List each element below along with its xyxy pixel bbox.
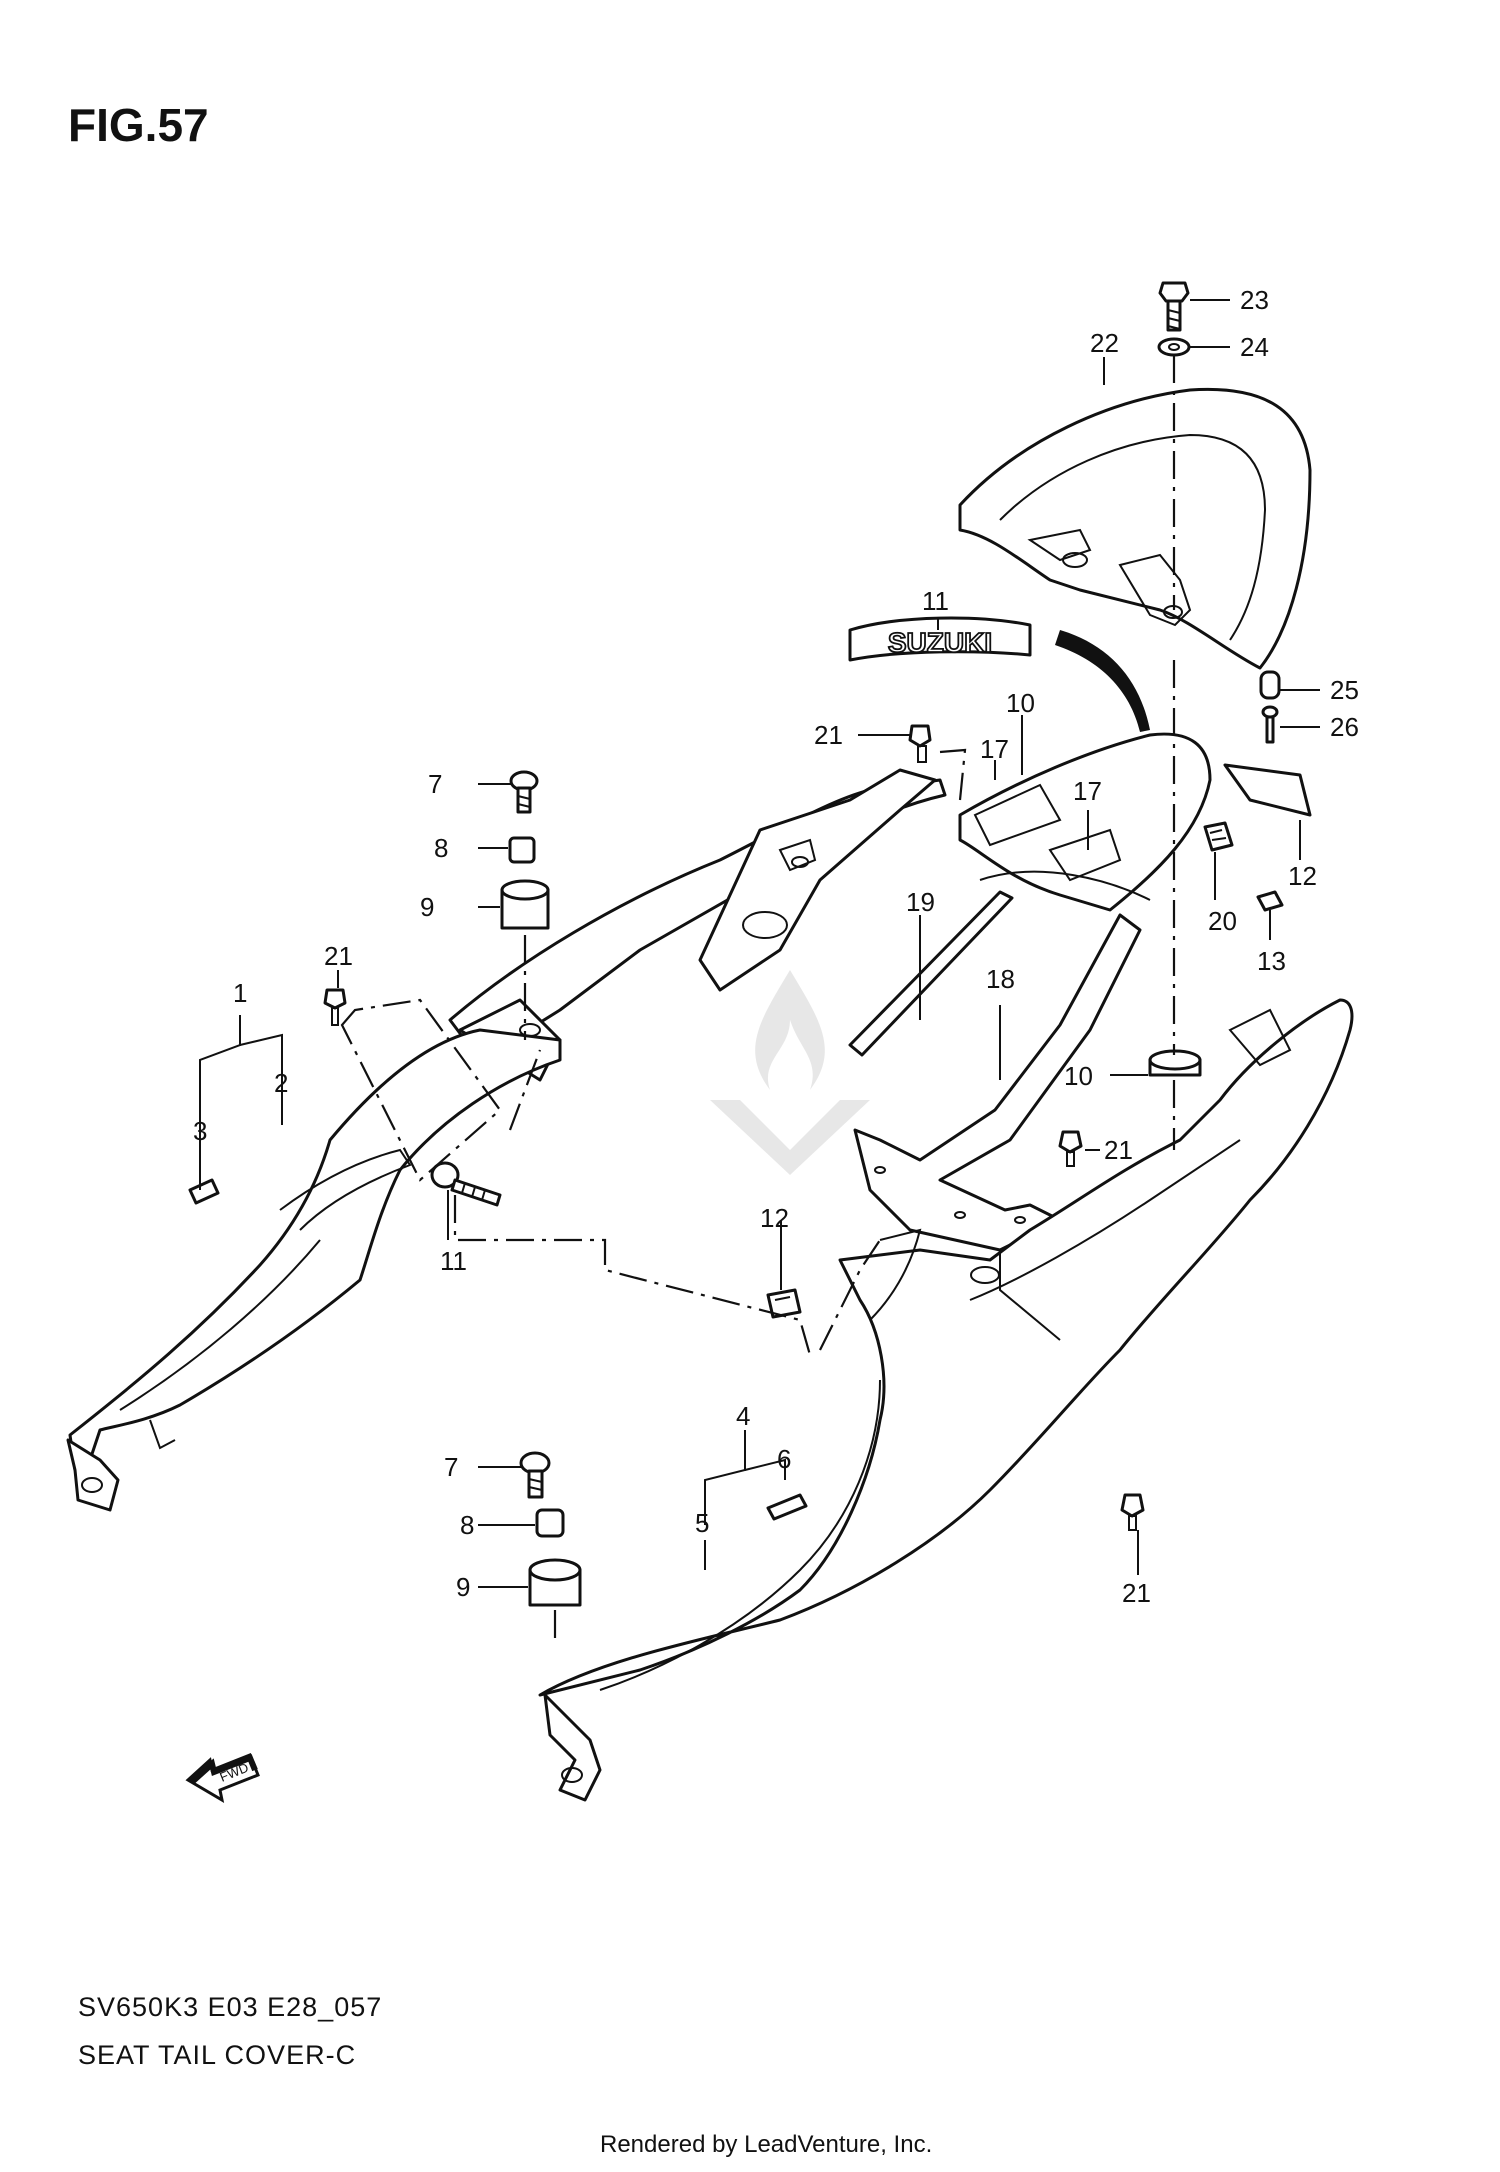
callout-21-left: 21 [324,941,353,971]
callout-3: 3 [193,1116,207,1146]
grommet-9-upper-part[interactable] [500,879,550,930]
bolt-23-part[interactable] [1158,281,1190,332]
screw-7-upper-part[interactable] [509,770,539,814]
callout-1: 1 [233,978,247,1008]
seat-base-part[interactable] [958,732,1212,912]
callout-4: 4 [736,1401,750,1431]
emblem-text: SUZUKI [888,627,992,658]
left-side-cover-part[interactable] [66,1028,562,1512]
callout-19: 19 [906,887,935,917]
callout-25: 25 [1330,675,1359,705]
pad-3-part[interactable] [188,1178,220,1205]
callout-14: 11 [922,586,949,616]
callout-21-right: 21 [1104,1135,1133,1165]
callout-8-upper: 8 [434,833,448,863]
tail-cover-part[interactable] [958,387,1312,670]
callout-2: 2 [274,1068,288,1098]
right-side-cover-part[interactable] [538,998,1354,1802]
callout-9-lower: 9 [456,1572,470,1602]
callout-6: 6 [777,1444,791,1474]
callout-18: 18 [986,964,1015,994]
callout-13: 10 [1006,688,1035,718]
collar-8-lower-part[interactable] [535,1508,565,1538]
washer-24-part[interactable] [1157,337,1191,357]
callout-22: 22 [1090,328,1119,358]
callout-17-left: 17 [980,734,1009,764]
callout-24: 24 [1240,332,1269,362]
callout-17-right: 17 [1073,776,1102,806]
callout-23: 23 [1240,285,1269,315]
screw-26-part[interactable] [1261,705,1279,744]
callout-21-top: 21 [814,720,843,750]
rivet-21-right-part[interactable] [1058,1130,1083,1167]
rivet-21-lower-part[interactable] [1120,1493,1145,1531]
callout-15: 12 [1288,861,1317,891]
grommet-9-lower-part[interactable] [528,1558,582,1607]
callout-20: 20 [1208,906,1237,936]
callout-8-lower: 8 [460,1510,474,1540]
model-code: SV650K3 E03 E28_057 [78,1992,383,2022]
cover-edge-strip [1055,630,1150,732]
frame-bracket-18-part[interactable] [853,913,1142,1252]
rivet-21-left-part[interactable] [323,988,347,1026]
rivet-21-top-part[interactable] [908,724,932,763]
callout-labels: 23 24 22 11 10 17 17 21 25 26 12 13 20 1… [193,285,1359,1608]
rendered-by-footer: Rendered by LeadVenture, Inc. [600,2131,933,2158]
section-title: SEAT TAIL COVER-C [78,2040,357,2070]
callout-16: 13 [1257,946,1286,976]
screw-7-lower-part[interactable] [519,1451,551,1499]
clip-20-part[interactable] [1203,821,1234,852]
figure-title: FIG.57 [68,99,209,151]
callout-21-lower: 21 [1122,1578,1151,1608]
callout-5: 5 [695,1508,709,1538]
pad-16-part[interactable] [1256,890,1284,912]
rubber-strip-19-part[interactable] [848,890,1014,1057]
leadventure-watermark-logo [710,970,870,1175]
bolt-11-part[interactable] [430,1161,502,1207]
spacer-25-part[interactable] [1259,670,1281,700]
collar-8-upper-part[interactable] [508,836,536,864]
callout-12: 12 [760,1203,789,1233]
callout-9-upper: 9 [420,892,434,922]
assembly-guide-lines [340,355,1176,1640]
callout-10: 10 [1064,1061,1093,1091]
grommet-10-part[interactable] [1148,1049,1202,1077]
clip-12-part[interactable] [766,1288,802,1319]
callout-7-upper: 7 [428,769,442,799]
callout-11: 11 [440,1246,467,1276]
callout-26: 26 [1330,712,1359,742]
forward-direction-arrow-icon: FWD [185,1753,260,1803]
suzuki-emblem-part[interactable]: SUZUKI [848,616,1032,662]
callout-7-lower: 7 [444,1452,458,1482]
pad-6-part[interactable] [766,1493,808,1521]
leader-lines [199,299,1320,1588]
pad-15-part[interactable] [1223,763,1312,817]
